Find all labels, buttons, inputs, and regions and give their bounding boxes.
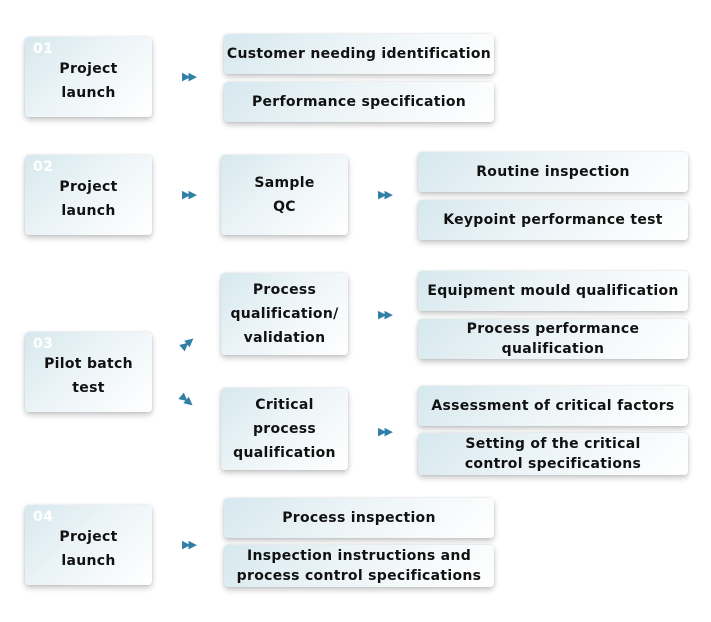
stage-01-output-box: Performance specification (224, 82, 494, 122)
output-line: Inspection instructions and (246, 548, 472, 564)
branch-line: qualification/ (230, 306, 339, 322)
branch-line: process (252, 421, 317, 437)
arrow-down-right-icon: ▶▶ (177, 390, 196, 409)
stage-03-label-line: test (72, 380, 105, 396)
output-line: control specifications (464, 456, 642, 472)
stage-02-output-box: Keypoint performance test (418, 200, 688, 240)
stage-02-output: Routine inspection (476, 164, 630, 180)
stage-02-label: Project launch (59, 175, 117, 223)
output-line: Setting of the critical (465, 436, 641, 452)
stage-03-number: 03 (33, 336, 54, 352)
arrow-right-icon: ▶▶ (182, 188, 197, 201)
stage-03-output: Process performance qualification (466, 321, 640, 357)
arrow-right-icon: ▶▶ (182, 538, 197, 551)
stage-04-label-line: Project (59, 529, 118, 545)
stage-01-label-line: Project (59, 61, 118, 77)
stage-04-label-line: launch (61, 553, 116, 569)
stage-03-output-box: Equipment mould qualification (418, 271, 688, 311)
stage-02-number: 02 (33, 159, 54, 175)
stage-02-label-line: Project (59, 179, 118, 195)
stage-02-middle-line: QC (273, 199, 296, 215)
stage-03-output-box: Assessment of critical factors (418, 386, 688, 426)
stage-03-output: Setting of the critical control specific… (465, 434, 641, 474)
stage-01-label-line: launch (61, 85, 116, 101)
branch-line: Critical (255, 397, 314, 413)
stage-04-output-box: Inspection instructions and process cont… (224, 545, 494, 587)
stage-04-box: 04 Project launch (25, 505, 152, 585)
stage-04-label: Project launch (59, 525, 117, 573)
stage-03-label: Pilot batch test (44, 352, 133, 400)
process-qualification-box: Process qualification/ validation (221, 273, 348, 355)
stage-02-label-line: launch (61, 203, 116, 219)
stage-03-output: Assessment of critical factors (431, 398, 675, 414)
stage-02-box: 02 Project launch (25, 155, 152, 235)
stage-04-output: Process inspection (282, 510, 436, 526)
arrow-right-icon: ▶▶ (378, 308, 393, 321)
critical-process-qualification-box: Critical process qualification (221, 388, 348, 470)
branch-line: qualification (233, 445, 336, 461)
stage-01-box: 01 Project launch (25, 37, 152, 117)
arrow-right-icon: ▶▶ (378, 188, 393, 201)
branch-line: validation (243, 330, 326, 346)
arrow-right-icon: ▶▶ (378, 425, 393, 438)
stage-01-label: Project launch (59, 57, 117, 105)
arrow-up-right-icon: ▶▶ (177, 334, 196, 353)
process-qualification-label: Process qualification/ validation (230, 278, 338, 350)
stage-03-output-box: Process performance qualification (418, 319, 688, 359)
stage-02-output-box: Routine inspection (418, 152, 688, 192)
stage-01-output: Customer needing identification (226, 46, 492, 62)
stage-01-output-box: Customer needing identification (224, 34, 494, 74)
stage-03-label-line: Pilot batch (44, 356, 133, 372)
stage-04-output-box: Process inspection (224, 498, 494, 538)
stage-02-output: Keypoint performance test (443, 212, 663, 228)
stage-02-middle-line: Sample (254, 175, 315, 191)
output-line: process control specifications (236, 568, 482, 584)
arrow-right-icon: ▶▶ (182, 70, 197, 83)
stage-02-middle-box: Sample QC (221, 155, 348, 235)
stage-01-number: 01 (33, 41, 54, 57)
stage-02-middle-label: Sample QC (254, 171, 314, 219)
stage-01-output: Performance specification (251, 94, 467, 110)
stage-03-output: Equipment mould qualification (427, 283, 679, 299)
stage-03-output-box: Setting of the critical control specific… (418, 433, 688, 475)
branch-line: Process (252, 282, 317, 298)
stage-04-number: 04 (33, 509, 54, 525)
critical-process-qualification-label: Critical process qualification (233, 393, 336, 465)
stage-04-output: Inspection instructions and process cont… (237, 546, 482, 586)
stage-03-box: 03 Pilot batch test (25, 332, 152, 412)
